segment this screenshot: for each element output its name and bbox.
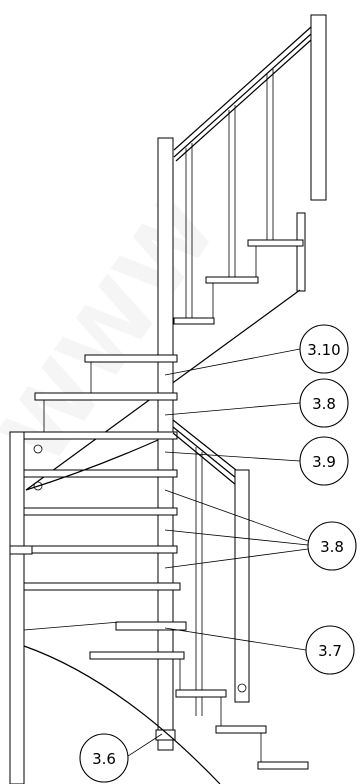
lower-handrail: [172, 419, 237, 486]
central-newel-post: [155, 137, 176, 751]
callout-label: 3.9: [312, 453, 336, 471]
callout-label: 3.6: [92, 750, 116, 768]
callout-label: 3.8: [312, 395, 336, 413]
upper-handrail: [173, 26, 312, 162]
callout-3-9: 3.9: [299, 436, 349, 486]
callout-label: 3.10: [307, 341, 340, 359]
upper-balusters: [185, 69, 274, 318]
callout-3-8-top: 3.8: [299, 378, 349, 428]
lower-newel-post: [234, 469, 250, 703]
upper-treads: [173, 239, 304, 325]
upper-side-post: [296, 212, 306, 292]
upper-newel-post: [310, 14, 327, 201]
upper-flight: [25, 14, 327, 491]
callout-3-6: 3.6: [79, 733, 129, 783]
lower-soffit-curve: [23, 645, 221, 784]
callout-3-8-bottom: 3.8: [307, 521, 357, 571]
callout-label: 3.8: [320, 538, 344, 556]
left-wall-post: [9, 431, 33, 784]
fixing-bolt-icon: [33, 444, 43, 454]
callout-3-7: 3.7: [305, 625, 355, 675]
callout-3-10: 3.10: [299, 324, 349, 374]
fixing-bolt-icon: [237, 683, 247, 693]
callout-label: 3.7: [318, 642, 342, 660]
leader-lines: [124, 348, 309, 759]
fixing-bolt-icon: [33, 481, 43, 491]
winder-stringer-curve: [25, 439, 159, 491]
lower-flight: [23, 419, 309, 784]
